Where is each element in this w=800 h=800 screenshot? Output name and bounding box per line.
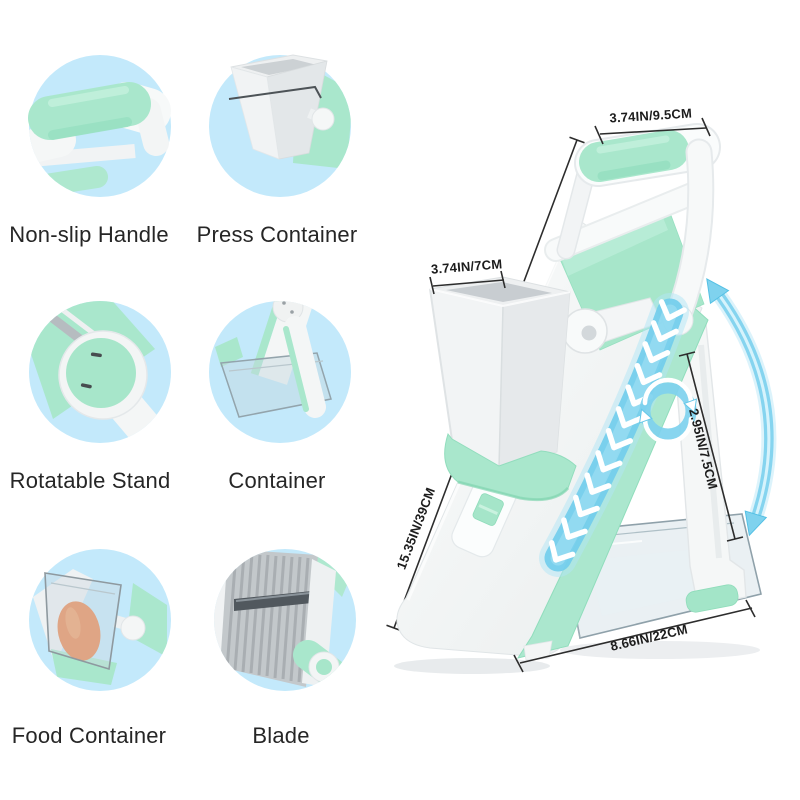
callout-press-container [195, 41, 365, 211]
blade-edge-detail [234, 591, 312, 611]
rotating-disc-detail [66, 338, 136, 408]
dimension-handle-width: 3.74IN/9.5CM [594, 106, 711, 145]
handle-grip [579, 130, 689, 182]
label-food-container: Food Container [11, 723, 167, 748]
label-container: Container [228, 468, 326, 493]
label-blade: Blade [252, 723, 310, 748]
dim-text-handle-width: 3.74IN/9.5CM [609, 106, 692, 126]
handle [556, 123, 721, 336]
press-container-image [209, 54, 351, 197]
callout-blade [200, 535, 370, 705]
fold-arrow-icon [706, 277, 777, 537]
callout-non-slip-handle [15, 41, 185, 211]
label-non-slip-handle: Non-slip Handle [9, 222, 169, 247]
deck-shadow [394, 658, 550, 674]
product-illustration: 3.74IN/9.5CM 3.74IN/7CM 2.95IN/7.5CM 15.… [386, 106, 777, 674]
callout-rotatable-stand [15, 287, 185, 457]
food-hopper [429, 276, 571, 469]
pivot-hole [581, 325, 597, 341]
base-shadow [560, 641, 760, 659]
dim-text-hopper-width: 3.74IN/7CM [430, 256, 502, 277]
callout-food-container [15, 535, 185, 705]
container-image [209, 301, 351, 443]
label-rotatable-stand: Rotatable Stand [9, 468, 171, 493]
rotation-arrows-icon [638, 377, 698, 445]
callout-container [195, 287, 365, 457]
blade-image [214, 549, 356, 691]
label-press-container: Press Container [196, 222, 358, 247]
support-leg [673, 323, 747, 613]
wire-rim-detail [228, 85, 322, 100]
rotatable-stand-image [29, 301, 171, 443]
food-container-image [29, 549, 171, 691]
handle-grip-detail [28, 82, 151, 140]
hopper-bracket [444, 432, 577, 502]
dimension-hopper-width: 3.74IN/7CM [429, 256, 506, 295]
non-slip-handle-image [28, 55, 171, 197]
leg-foot [685, 584, 739, 613]
deck-foot [523, 640, 553, 661]
transparent-hopper-detail [44, 572, 122, 671]
chevron-arrows [539, 293, 689, 577]
thickness-latch [451, 474, 517, 558]
